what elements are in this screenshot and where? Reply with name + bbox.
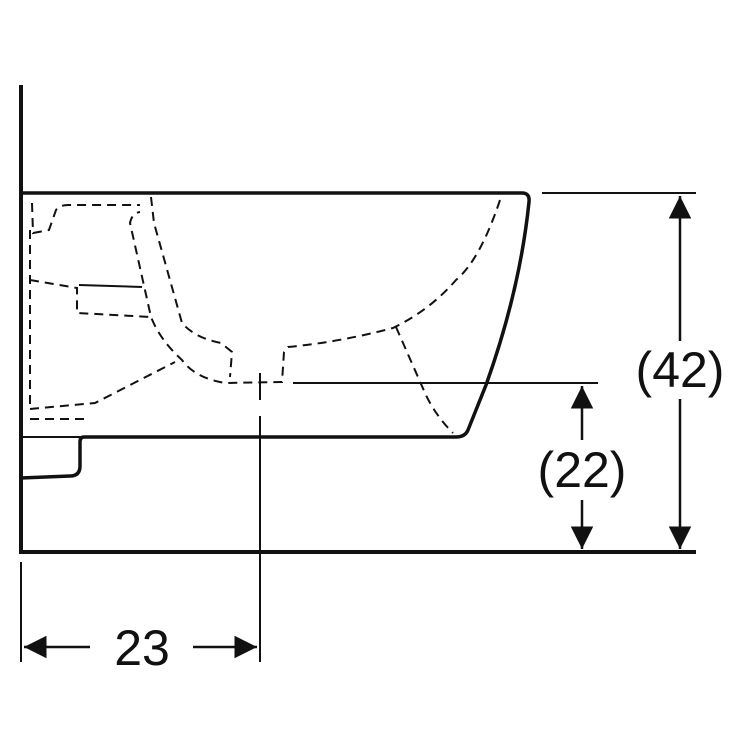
internal-solid-line [78, 284, 143, 288]
hidden-lines [29, 196, 501, 434]
outlet-height-label: (22) [537, 442, 627, 498]
total-height-label: (42) [635, 341, 725, 399]
wall-distance-label: 23 [114, 620, 170, 676]
bowl-outline [20, 191, 531, 480]
